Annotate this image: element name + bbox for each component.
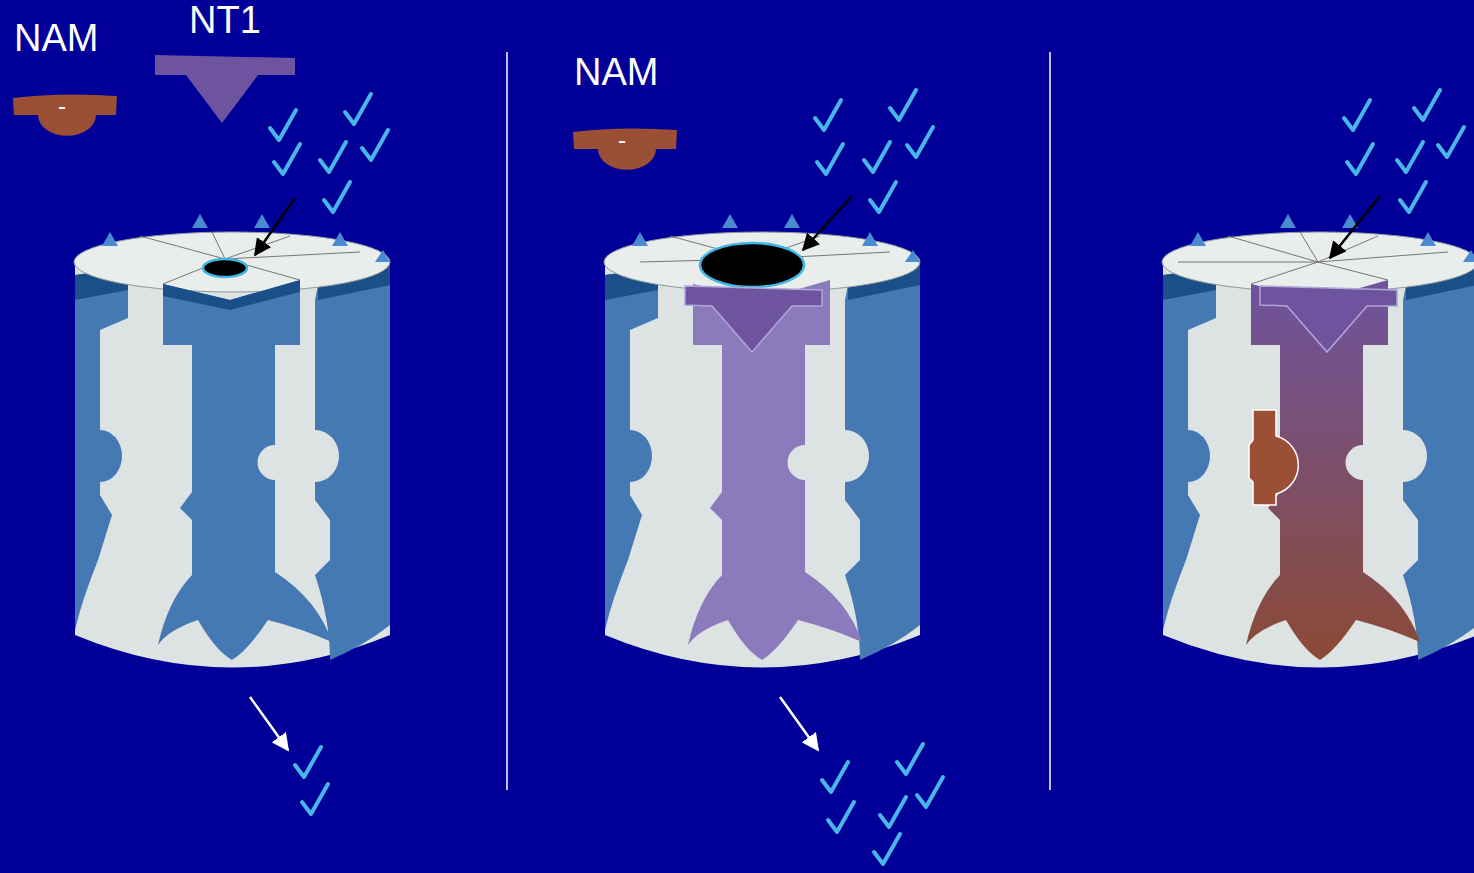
molecule-label: NAM (570, 52, 680, 92)
charge-sign: - (570, 128, 674, 152)
nam-modulator: NAM - (10, 18, 120, 136)
nt1-agonist: NT1 (150, 0, 300, 128)
nam-modulator: NAM - (570, 52, 680, 170)
molecule-label: NT1 (150, 0, 300, 40)
shape-path (155, 55, 295, 123)
charge-sign: - (10, 94, 114, 118)
molecule-label: NAM (10, 18, 120, 58)
